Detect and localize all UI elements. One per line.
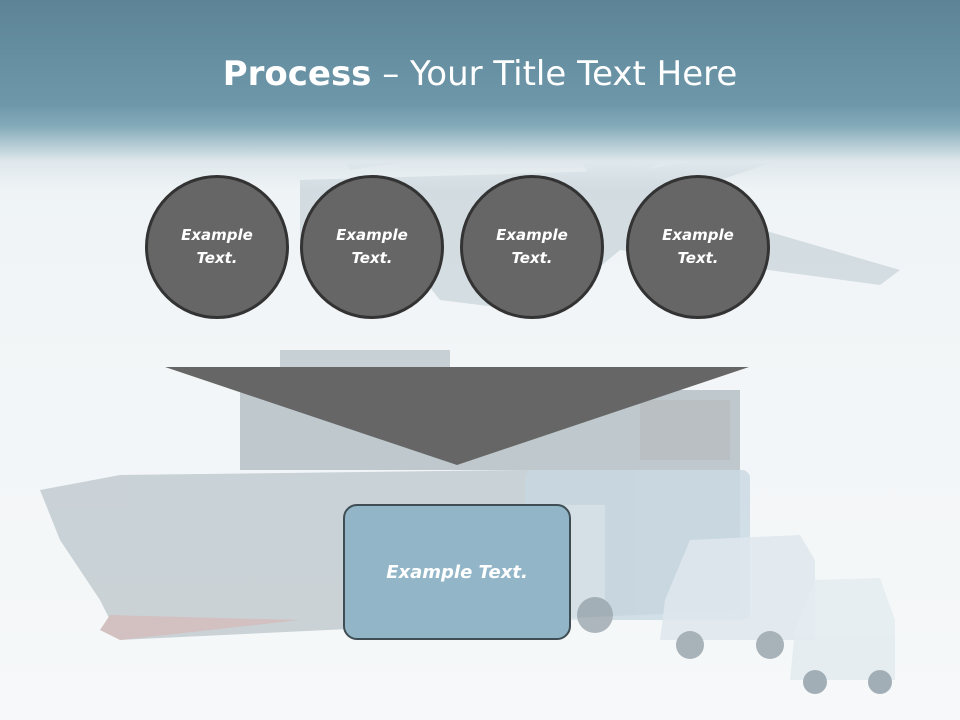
title-bold: Process bbox=[222, 54, 372, 94]
process-circle-1[interactable]: Example Text. bbox=[145, 175, 289, 319]
result-box[interactable]: Example Text. bbox=[343, 504, 571, 640]
process-circle-3[interactable]: Example Text. bbox=[460, 175, 604, 319]
car-icon bbox=[790, 578, 895, 694]
header-band bbox=[0, 0, 960, 190]
result-box-text: Example Text. bbox=[386, 561, 528, 583]
circle-text: Example Text. bbox=[181, 226, 253, 267]
title-rest: – Your Title Text Here bbox=[371, 54, 738, 94]
process-circle-4[interactable]: Example Text. bbox=[626, 175, 770, 319]
circle-text: Example Text. bbox=[662, 226, 734, 267]
van-icon bbox=[660, 535, 815, 659]
slide-title: Process – Your Title Text Here bbox=[0, 52, 960, 96]
process-circle-2[interactable]: Example Text. bbox=[300, 175, 444, 319]
circle-text: Example Text. bbox=[496, 226, 568, 267]
circle-text: Example Text. bbox=[336, 226, 408, 267]
funnel-arrow bbox=[165, 367, 749, 465]
